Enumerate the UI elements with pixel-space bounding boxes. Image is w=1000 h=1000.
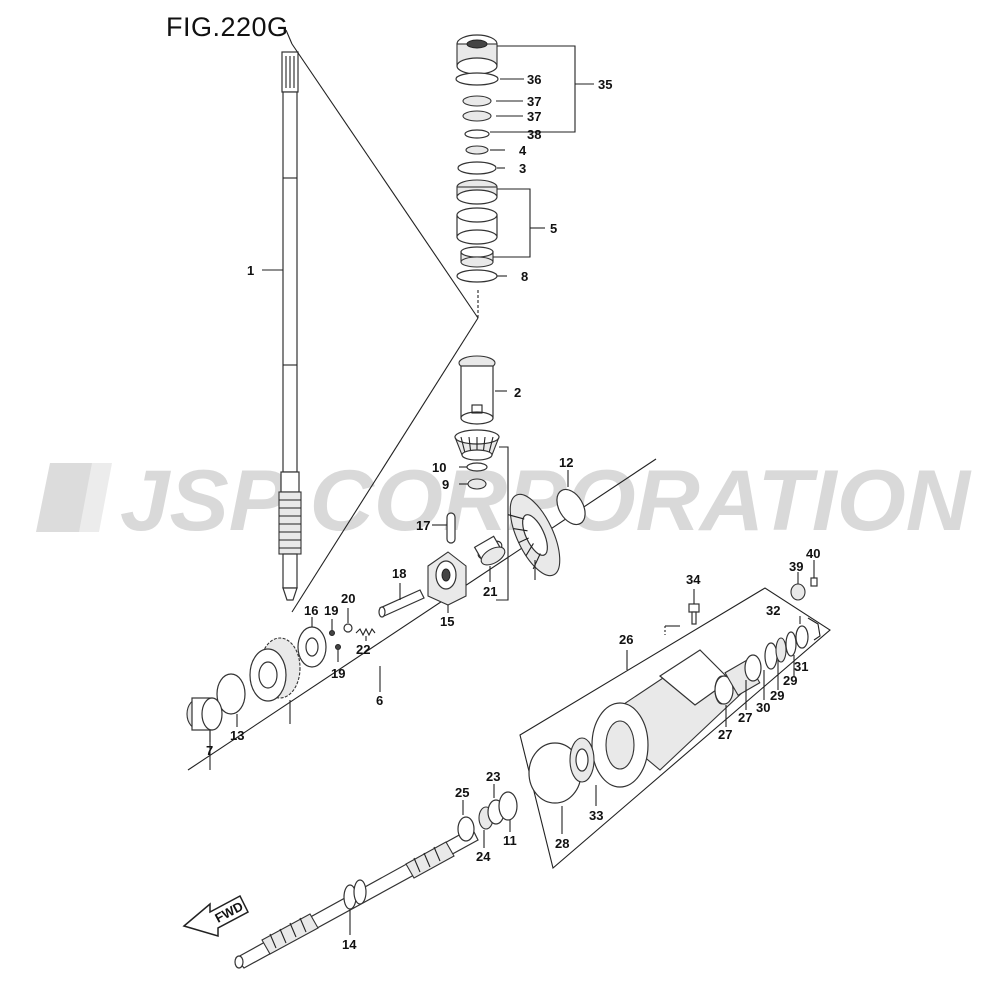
clutch-dog-15	[427, 551, 467, 606]
ball-19a	[329, 630, 335, 636]
callout-3: 3	[519, 161, 526, 176]
callout-37-lower: 37	[527, 109, 541, 124]
callout-18: 18	[392, 566, 406, 581]
callout-24: 24	[476, 849, 491, 864]
needle-bearing-7	[186, 697, 223, 731]
callout-4: 4	[519, 143, 527, 158]
forward-gear-6	[249, 637, 301, 702]
nut-9	[467, 478, 487, 490]
callout-21: 21	[483, 584, 497, 599]
watermark: JSP CORPORATION	[36, 453, 972, 549]
callout-5: 5	[550, 221, 557, 236]
callout-1: 1	[247, 263, 254, 278]
pinion-gear	[454, 429, 500, 461]
callout-26: 26	[619, 632, 633, 647]
plug-39	[790, 583, 806, 601]
callout-19-upper: 19	[324, 603, 338, 618]
callout-7: 7	[206, 743, 213, 758]
callout-9: 9	[442, 477, 449, 492]
callout-30: 30	[756, 700, 770, 715]
callout-32: 32	[766, 603, 780, 618]
callout-29-lower: 29	[770, 688, 784, 703]
callout-33: 33	[589, 808, 603, 823]
callout-29-upper: 29	[783, 673, 797, 688]
callout-labels: 1 2 3 4 5 6 7 8 9 10 11 12 13 14 15 16 1…	[206, 72, 820, 952]
callout-15: 15	[440, 614, 454, 629]
callout-23: 23	[486, 769, 500, 784]
callout-14: 14	[342, 937, 357, 952]
callout-13: 13	[230, 728, 244, 743]
callout-10: 10	[432, 460, 446, 475]
callout-38: 38	[527, 127, 541, 142]
callout-2: 2	[514, 385, 521, 400]
callout-34: 34	[686, 572, 701, 587]
ring-11	[498, 791, 518, 821]
callout-11: 11	[503, 833, 517, 848]
propeller-shaft-14	[234, 827, 479, 969]
callout-40: 40	[806, 546, 820, 561]
bevel-gear	[507, 493, 561, 577]
sleeve	[458, 355, 496, 425]
bolt-34	[688, 603, 700, 625]
callout-17: 17	[416, 518, 430, 533]
propeller-housing-26	[519, 587, 831, 869]
callout-19-lower: 19	[331, 666, 345, 681]
ball-19b	[335, 644, 341, 650]
shim-12	[556, 488, 586, 526]
spring-22	[355, 627, 376, 637]
callout-27-upper: 27	[738, 710, 752, 725]
callout-31: 31	[794, 659, 808, 674]
drive-shaft	[278, 51, 302, 601]
shift-pin-18	[378, 589, 425, 618]
ball-20	[343, 623, 353, 633]
callout-20: 20	[341, 591, 355, 606]
callout-8: 8	[521, 269, 528, 284]
figure-title: FIG.220G	[166, 12, 289, 42]
callout-36: 36	[527, 72, 541, 87]
callout-28: 28	[555, 836, 569, 851]
pin-17	[446, 512, 456, 544]
callout-16: 16	[304, 603, 318, 618]
upper-bearing-stack	[455, 34, 499, 283]
callout-39: 39	[789, 559, 803, 574]
callout-27-lower: 27	[718, 727, 732, 742]
callout-6: 6	[376, 693, 383, 708]
shim-13	[216, 673, 246, 715]
washer-25	[457, 816, 475, 842]
watermark-logo-bar-2	[79, 463, 112, 532]
washer-10	[466, 462, 488, 472]
fwd-arrow: FWD	[182, 894, 249, 938]
callout-35: 35	[598, 77, 612, 92]
callout-25: 25	[455, 785, 469, 800]
callout-37-upper: 37	[527, 94, 541, 109]
screw-40	[810, 577, 818, 587]
callout-22: 22	[356, 642, 370, 657]
bushing-21	[473, 535, 506, 566]
callout-12: 12	[559, 455, 573, 470]
